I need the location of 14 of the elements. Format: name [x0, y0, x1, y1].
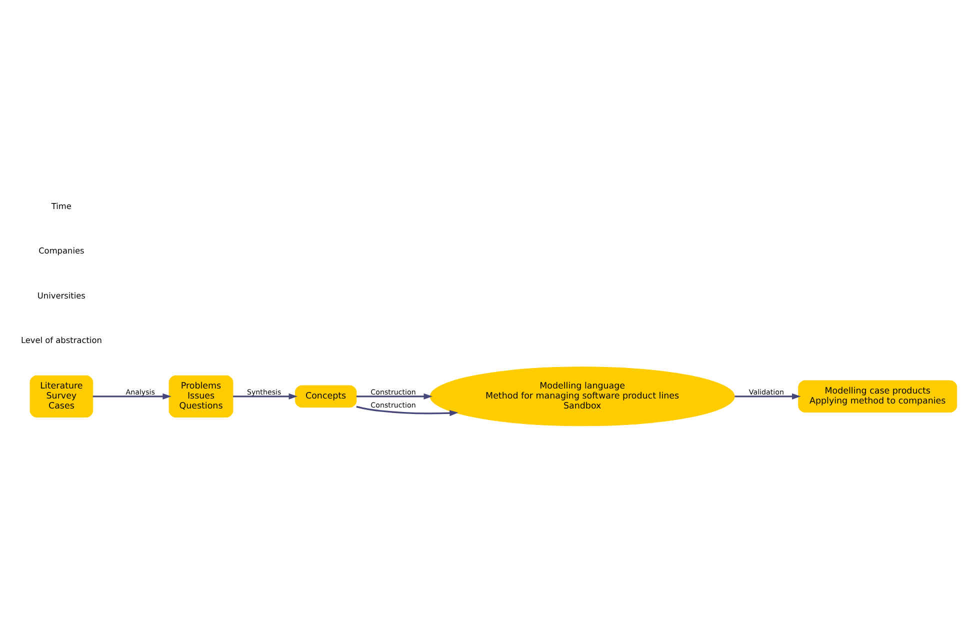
node-box: Problems Issues Questions — [168, 375, 233, 418]
label: Universities — [36, 290, 85, 300]
label: Level of abstraction — [20, 335, 102, 346]
arrow — [356, 393, 432, 400]
arrow — [92, 393, 171, 400]
node-box: Modelling case products Applying method to companies — [798, 380, 957, 413]
arrow — [232, 393, 298, 400]
node-box: Literature Survey Cases — [29, 375, 93, 418]
node-box: Concepts — [294, 385, 356, 408]
arrow — [734, 393, 800, 400]
arrow — [356, 406, 458, 416]
label: Time — [50, 200, 71, 211]
node-ellipse: Modelling language Method for managing software product lines Sandbox — [429, 366, 734, 426]
label: Companies — [38, 246, 84, 256]
